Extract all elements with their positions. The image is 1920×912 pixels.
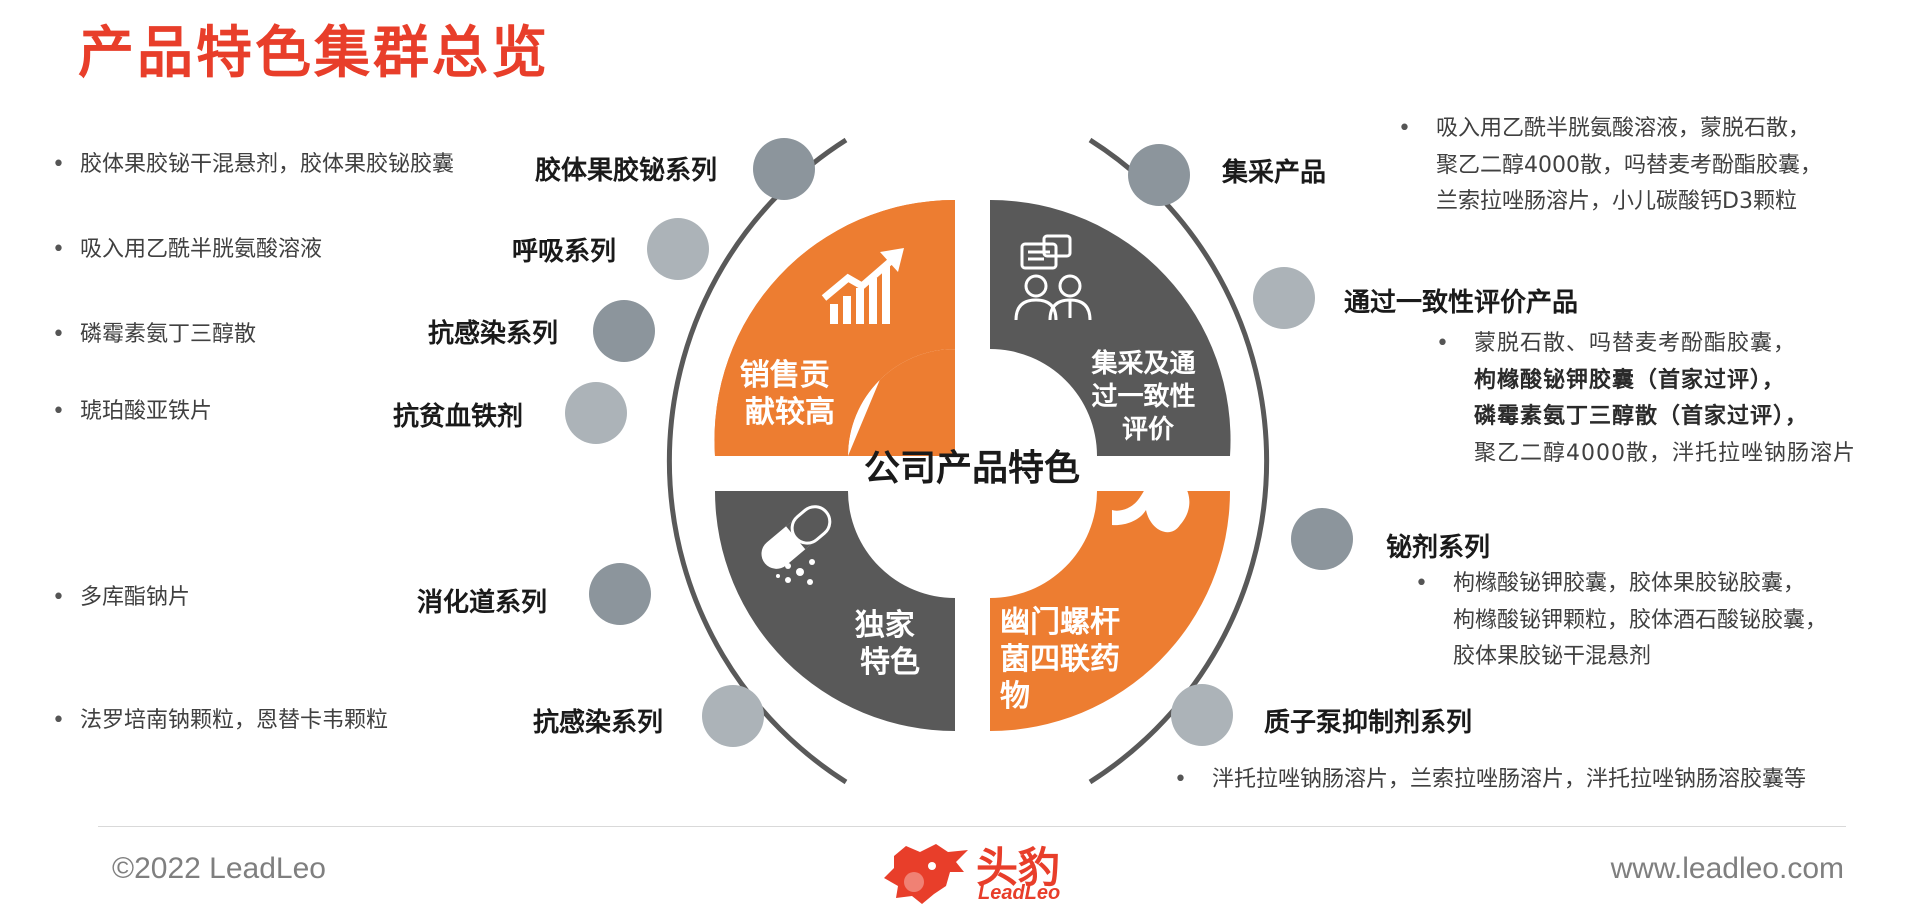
left-products-6: •法罗培南钠颗粒，恩替卡韦颗粒 [52,708,389,733]
right-title-1: 集采产品 [1222,158,1327,188]
website-url: www.leadleo.com [1610,852,1844,885]
growth-chart-icon [821,248,904,324]
right-list-4: • 泮托拉唑钠肠溶片，兰索拉唑肠溶片，泮托拉唑钠肠溶胶囊等 [1174,767,1807,792]
left-series-6: 抗感染系列 [533,708,664,738]
page-title: 产品特色集群总览 [78,21,550,86]
left-products-3: •磷霉素氨丁三醇散 [52,322,257,347]
quadrant-procurement-consistency [990,199,1231,456]
doctor-consult-icon [1014,234,1092,321]
left-series-5: 消化道系列 [417,588,548,618]
left-products-2: •吸入用乙酰半胱氨酸溶液 [52,237,323,262]
left-node-4 [565,382,627,444]
left-node-5 [589,563,651,625]
leopard-head-icon [884,844,968,904]
right-title-2: 通过一致性评价产品 [1344,288,1579,318]
right-node-2 [1253,267,1315,329]
left-products-4: •琥珀酸亚铁片 [52,399,213,424]
quadrant-label-2: 集采及通 过一致性 评价 [1090,348,1204,445]
quadrant-label-3: 独家 特色 [855,608,925,680]
right-list-3: • 枸橼酸铋钾胶囊，胶体果胶铋胶囊， 枸橼酸铋钾颗粒，胶体酒石酸铋胶囊， 胶体果… [1415,571,1828,669]
left-series-3: 抗感染系列 [428,319,559,349]
left-node-6 [702,685,764,747]
left-node-3 [593,300,655,362]
center-label: 公司产品特色 [864,448,1080,489]
right-title-3: 铋剂系列 [1386,533,1491,563]
logo-chinese-text: 头豹 [976,843,1061,892]
quadrant-label-4: 幽门螺杆 菌四联药 物 [1000,605,1130,714]
capsule-pill-icon [761,500,836,585]
left-node-2 [647,218,709,280]
left-series-2: 呼吸系列 [512,237,617,267]
right-list-1: • 吸入用乙酰半胱氨酸溶液，蒙脱石散， 聚乙二醇4000散，吗替麦考酚酯胶囊， … [1398,116,1822,214]
stomach-icon [1112,462,1190,533]
quadrant-hp-quadruple [990,491,1230,731]
right-node-1 [1128,144,1190,206]
left-products-5: •多库酯钠片 [52,585,191,610]
copyright-text: ©2022 LeadLeo [112,852,326,885]
left-series-1: 胶体果胶铋系列 [535,156,718,186]
left-node-1 [753,138,815,200]
right-node-4 [1171,684,1233,746]
left-series-4: 抗贫血铁剂 [393,402,524,432]
right-title-4: 质子泵抑制剂系列 [1264,708,1473,738]
right-list-2: • 蒙脱石散、吗替麦考酚酯胶囊， 枸橼酸铋钾胶囊（首家过评）， 磷霉素氨丁三醇散… [1436,331,1856,466]
right-node-3 [1291,508,1353,570]
logo-english-text: LeadLeo [978,882,1061,904]
left-products-1: •胶体果胶铋干混悬剂，胶体果胶铋胶囊 [52,152,455,177]
leadleo-logo: 头豹 LeadLeo [876,838,1066,908]
quadrant-label-1: 销售贡 献较高 [740,358,840,430]
footer-divider [98,826,1846,827]
